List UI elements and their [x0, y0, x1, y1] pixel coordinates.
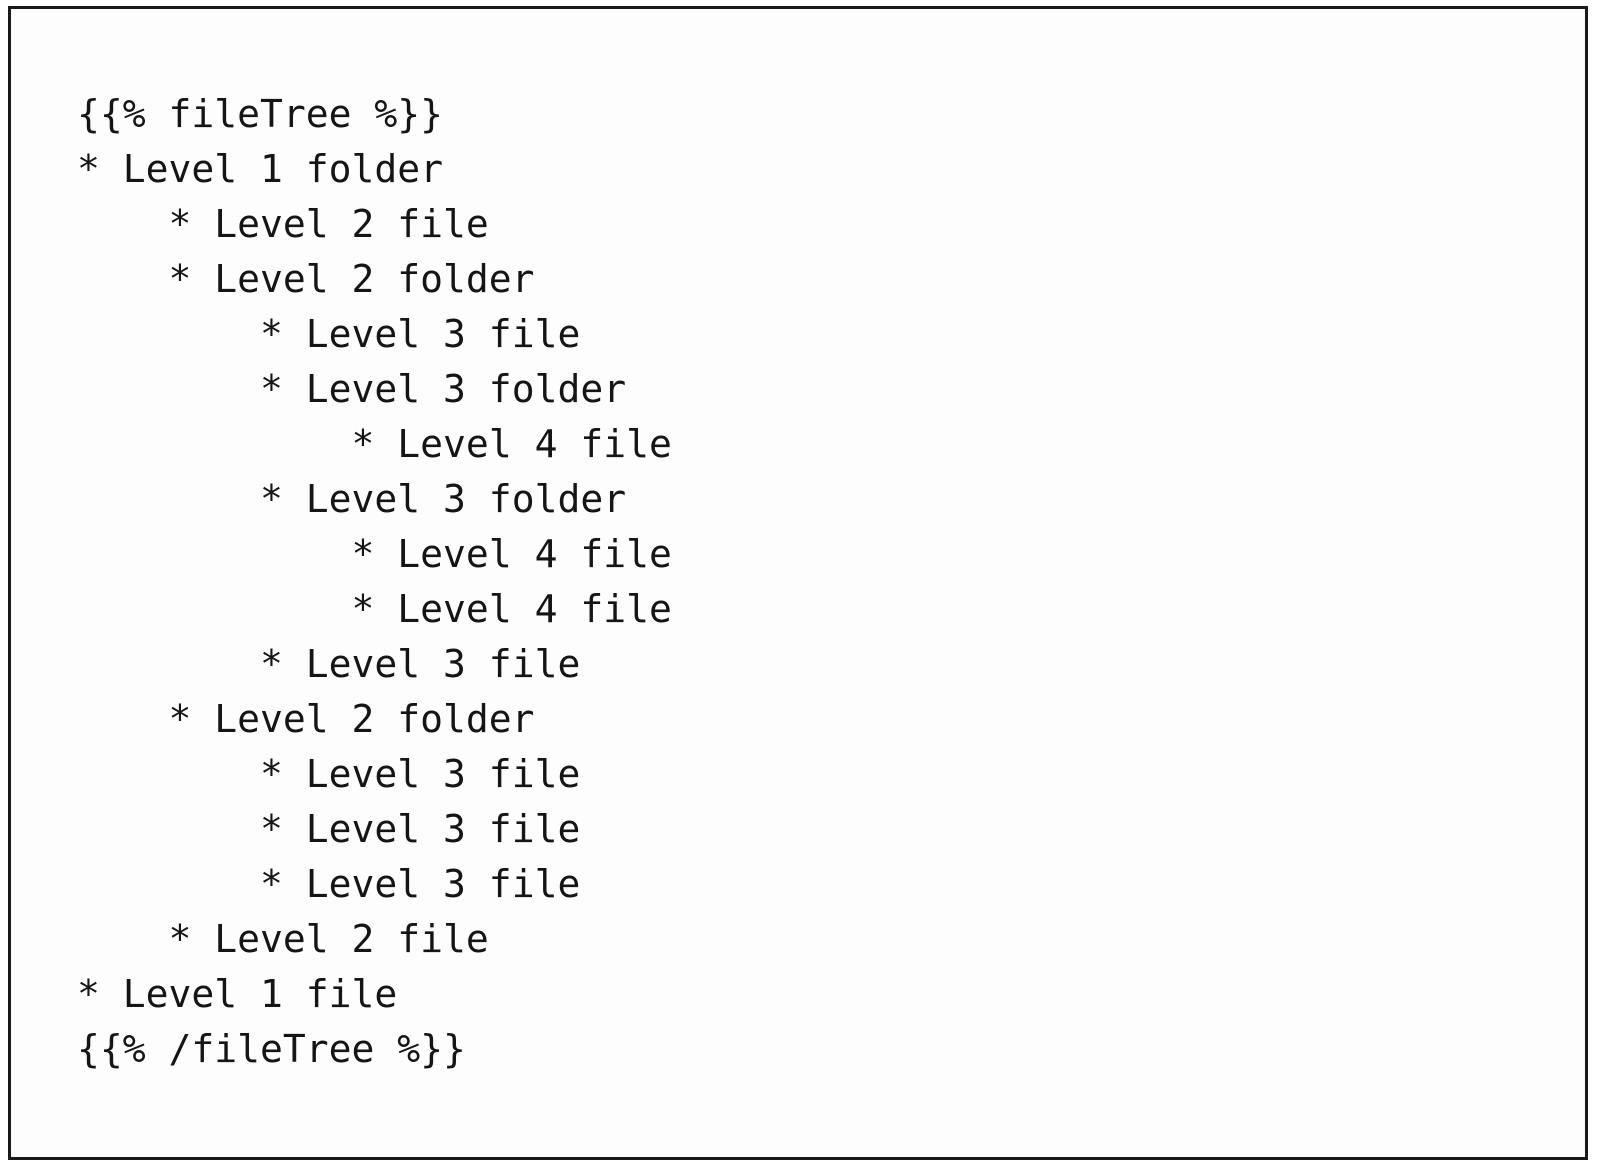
code-line-text: * Level 4 file	[351, 532, 672, 576]
code-line: * Level 3 file	[77, 747, 1575, 802]
code-line: * Level 4 file	[77, 527, 1575, 582]
code-block-frame: {{% fileTree %}} * Level 1 folder * Level…	[8, 6, 1588, 1160]
code-line: * Level 3 file	[77, 307, 1575, 362]
code-line-text: * Level 4 file	[351, 422, 672, 466]
code-line-indent	[77, 202, 169, 246]
code-line: {{% fileTree %}}	[77, 87, 1575, 142]
code-line: * Level 1 folder	[77, 142, 1575, 197]
code-line-indent	[77, 367, 260, 411]
code-line-text: * Level 1 file	[77, 972, 398, 1016]
code-line: * Level 3 folder	[77, 472, 1575, 527]
code-line: * Level 3 file	[77, 637, 1575, 692]
code-line-text: * Level 3 file	[260, 312, 581, 356]
code-line: * Level 3 file	[77, 857, 1575, 912]
code-line: {{% /fileTree %}}	[77, 1022, 1575, 1077]
code-line-text: * Level 3 file	[260, 862, 581, 906]
code-line: * Level 3 file	[77, 802, 1575, 857]
code-line: * Level 3 folder	[77, 362, 1575, 417]
code-line-text: * Level 3 folder	[260, 477, 627, 521]
code-line-indent	[77, 807, 260, 851]
code-line-text: * Level 2 file	[168, 202, 489, 246]
code-line: * Level 2 file	[77, 197, 1575, 252]
code-line-text: * Level 4 file	[351, 587, 672, 631]
code-line-text: {{% /fileTree %}}	[77, 1027, 466, 1071]
code-line-indent	[77, 697, 169, 741]
code-line-indent	[77, 587, 352, 631]
code-line: * Level 4 file	[77, 417, 1575, 472]
code-line-indent	[77, 917, 169, 961]
code-line: * Level 4 file	[77, 582, 1575, 637]
code-line-text: * Level 2 file	[168, 917, 489, 961]
code-line-indent	[77, 862, 260, 906]
code-line-text: * Level 2 folder	[168, 257, 535, 301]
code-line-indent	[77, 752, 260, 796]
code-line: * Level 2 folder	[77, 252, 1575, 307]
code-line-text: * Level 2 folder	[168, 697, 535, 741]
code-line-indent	[77, 532, 352, 576]
code-line-text: * Level 3 file	[260, 752, 581, 796]
code-line-text: {{% fileTree %}}	[77, 92, 444, 136]
code-line-text: * Level 3 folder	[260, 367, 627, 411]
code-line-indent	[77, 312, 260, 356]
code-line: * Level 2 file	[77, 912, 1575, 967]
code-line-indent	[77, 477, 260, 521]
code-line: * Level 1 file	[77, 967, 1575, 1022]
code-line-text: * Level 1 folder	[77, 147, 444, 191]
code-block[interactable]: {{% fileTree %}} * Level 1 folder * Level…	[77, 87, 1575, 1077]
code-line-text: * Level 3 file	[260, 807, 581, 851]
code-line: * Level 2 folder	[77, 692, 1575, 747]
code-line-indent	[77, 422, 352, 466]
code-line-indent	[77, 642, 260, 686]
code-line-text: * Level 3 file	[260, 642, 581, 686]
code-line-indent	[77, 257, 169, 301]
